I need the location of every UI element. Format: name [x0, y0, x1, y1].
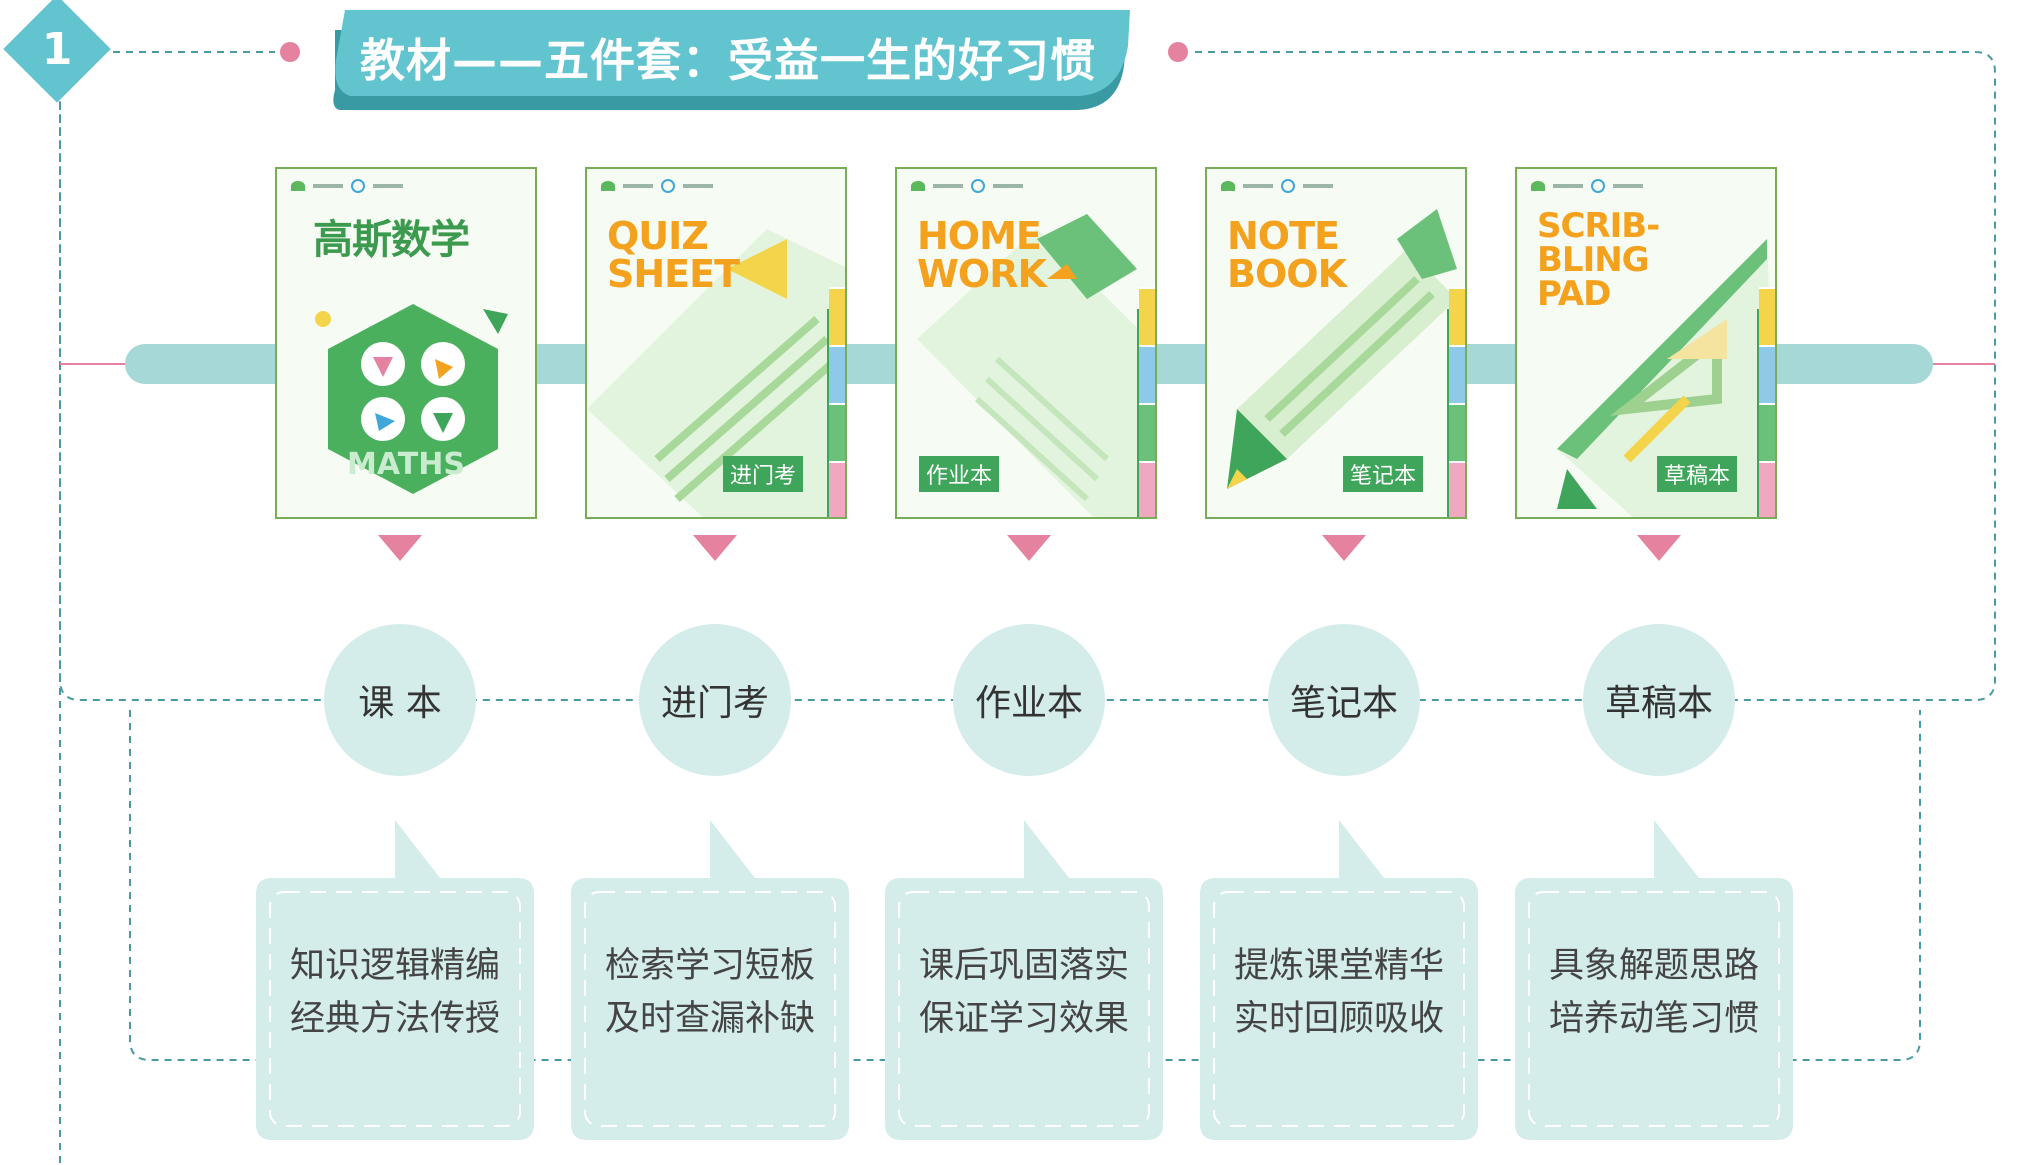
cover-side-strip: [1139, 287, 1155, 517]
track-right-line: [1920, 363, 1995, 365]
cover-textbook: 高斯数学 MATHS: [275, 167, 537, 519]
label-circle-2: 进门考: [639, 624, 791, 776]
cover-tag: 进门考: [723, 456, 804, 492]
pink-dot-right: [1168, 42, 1188, 62]
description-1: 知识逻辑精编 经典方法传授: [289, 946, 500, 1039]
description-2: 检索学习短板 及时查漏补缺: [604, 946, 815, 1039]
cover-title: HOME WORK: [917, 214, 1047, 296]
hexagon-illustration: [315, 304, 508, 494]
cover-homework: HOME WORK 作业本: [895, 167, 1157, 519]
cover-logo: [291, 179, 403, 193]
description-5: 具象解题思路 培养动笔习惯: [1548, 946, 1759, 1039]
arrow-down-2: [693, 535, 737, 561]
description-4: 提炼课堂精华 实时回顾吸收: [1233, 946, 1444, 1039]
arrow-down-3: [1007, 535, 1051, 561]
arrow-down-4: [1322, 535, 1366, 561]
cover-logo: [601, 179, 713, 193]
step-number: 1: [41, 23, 73, 75]
cover-title: SCRIB- BLING PAD: [1537, 206, 1660, 314]
cover-tag: 草稿本: [1657, 456, 1738, 492]
cover-title: QUIZ SHEET: [607, 214, 740, 296]
label-circle-1: 课 本: [324, 624, 476, 776]
cover-logo: [911, 179, 1023, 193]
cover-logo: [1221, 179, 1333, 193]
label-circle-3: 作业本: [953, 624, 1105, 776]
label-circle-5: 草稿本: [1583, 624, 1735, 776]
top-right-dashed-line: [59, 51, 1996, 701]
cover-scribbling-pad: SCRIB- BLING PAD 草稿本: [1515, 167, 1777, 519]
title-banner: [333, 10, 1131, 110]
cover-side-strip: [829, 287, 845, 517]
cover-tag: 笔记本: [1343, 456, 1424, 492]
track-left-line: [60, 363, 140, 365]
description-3: 课后巩固落实 保证学习效果: [918, 946, 1129, 1039]
cover-tag: 作业本: [919, 456, 1000, 492]
cover-side-strip: [1449, 287, 1465, 517]
cover-title: 高斯数学: [313, 217, 470, 263]
pink-dot-left: [280, 42, 300, 62]
cover-notebook: NOTE BOOK 笔记本: [1205, 167, 1467, 519]
arrow-down-5: [1637, 535, 1681, 561]
cover-side-strip: [1759, 287, 1775, 517]
label-circle-4: 笔记本: [1268, 624, 1420, 776]
cover-title: NOTE BOOK: [1227, 214, 1347, 296]
page-title: 教材——五件套：受益一生的好习惯: [360, 33, 1097, 87]
cover-maths-text: MATHS: [347, 447, 465, 482]
description-bubbles: [256, 820, 1793, 1140]
cover-quiz-sheet: QUIZ SHEET 进门考: [585, 167, 847, 519]
notebook-illustration: [1227, 209, 1463, 517]
cover-logo: [1531, 179, 1643, 193]
arrow-down-1: [378, 535, 422, 561]
